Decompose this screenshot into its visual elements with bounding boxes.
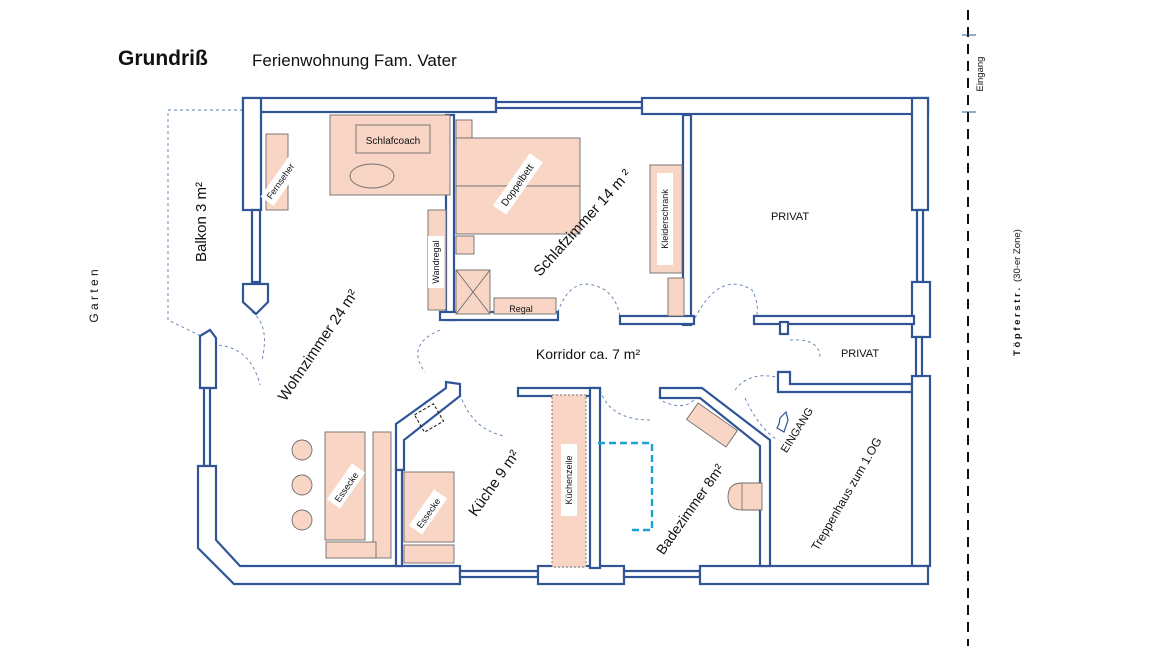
entrance-arrow-icon [776, 410, 789, 433]
room-bathroom: Badezimmer 8m² [653, 461, 727, 558]
room-living: Wohnzimmer 24 m² [275, 287, 362, 405]
entrance-door-swing-2 [744, 397, 779, 441]
wardrobe-label: Kleiderschrank [660, 189, 670, 249]
coffee-table [349, 163, 395, 189]
bed-top [455, 137, 581, 187]
plan-title: Grundriß [118, 47, 208, 70]
bath-door-swing-2 [659, 389, 701, 407]
room-private-2: PRIVAT [841, 348, 879, 360]
street-note: (30-er Zone) [1012, 229, 1023, 282]
room-stairs: Treppenhaus zum 1.OG [808, 435, 884, 553]
room-kitchen: Küche 9 m² [465, 447, 523, 520]
balcony-door-swing-2 [251, 311, 265, 361]
bedroom-door-swing [555, 283, 621, 319]
kitchenette-label: Küchenzeile [564, 455, 574, 504]
furniture [265, 114, 763, 568]
balcony-door-swing [212, 344, 261, 386]
entrance-door-swing [734, 375, 781, 391]
room-private-1: PRIVAT [771, 211, 809, 223]
label-backgrounds [260, 153, 673, 535]
street-name: T ö p f e r s t r . [1012, 288, 1023, 356]
sofa-label-bg [355, 124, 431, 154]
private-door-swing [694, 283, 758, 319]
street-label: T ö p f e r s t r . (30-er Zone) [1012, 229, 1023, 356]
room-corridor: Korridor ca. 7 m² [536, 346, 641, 362]
dining-table-2 [403, 471, 455, 543]
shelf-label: Regal [509, 304, 533, 314]
entrance-top-label: Eingang [975, 57, 986, 92]
plan-subtitle: Ferienwohnung Fam. Vater [252, 51, 457, 70]
bath-door-swing [599, 389, 651, 421]
garden-label: G a r t e n [87, 269, 101, 322]
sofa-label: Schlafcoach [366, 136, 420, 147]
shelf [493, 297, 557, 315]
room-balcony: Balkon 3 m² [193, 182, 210, 262]
kitchen-door-swing [457, 387, 506, 437]
living-door-swing [417, 329, 441, 373]
private2-door-swing [789, 339, 821, 359]
balcony-outline [167, 109, 243, 339]
wall-shelf-label: Wandregal [431, 240, 441, 283]
walls [196, 96, 932, 586]
shower-outline [598, 441, 654, 532]
bathtub [685, 402, 739, 448]
toilet [727, 482, 763, 511]
